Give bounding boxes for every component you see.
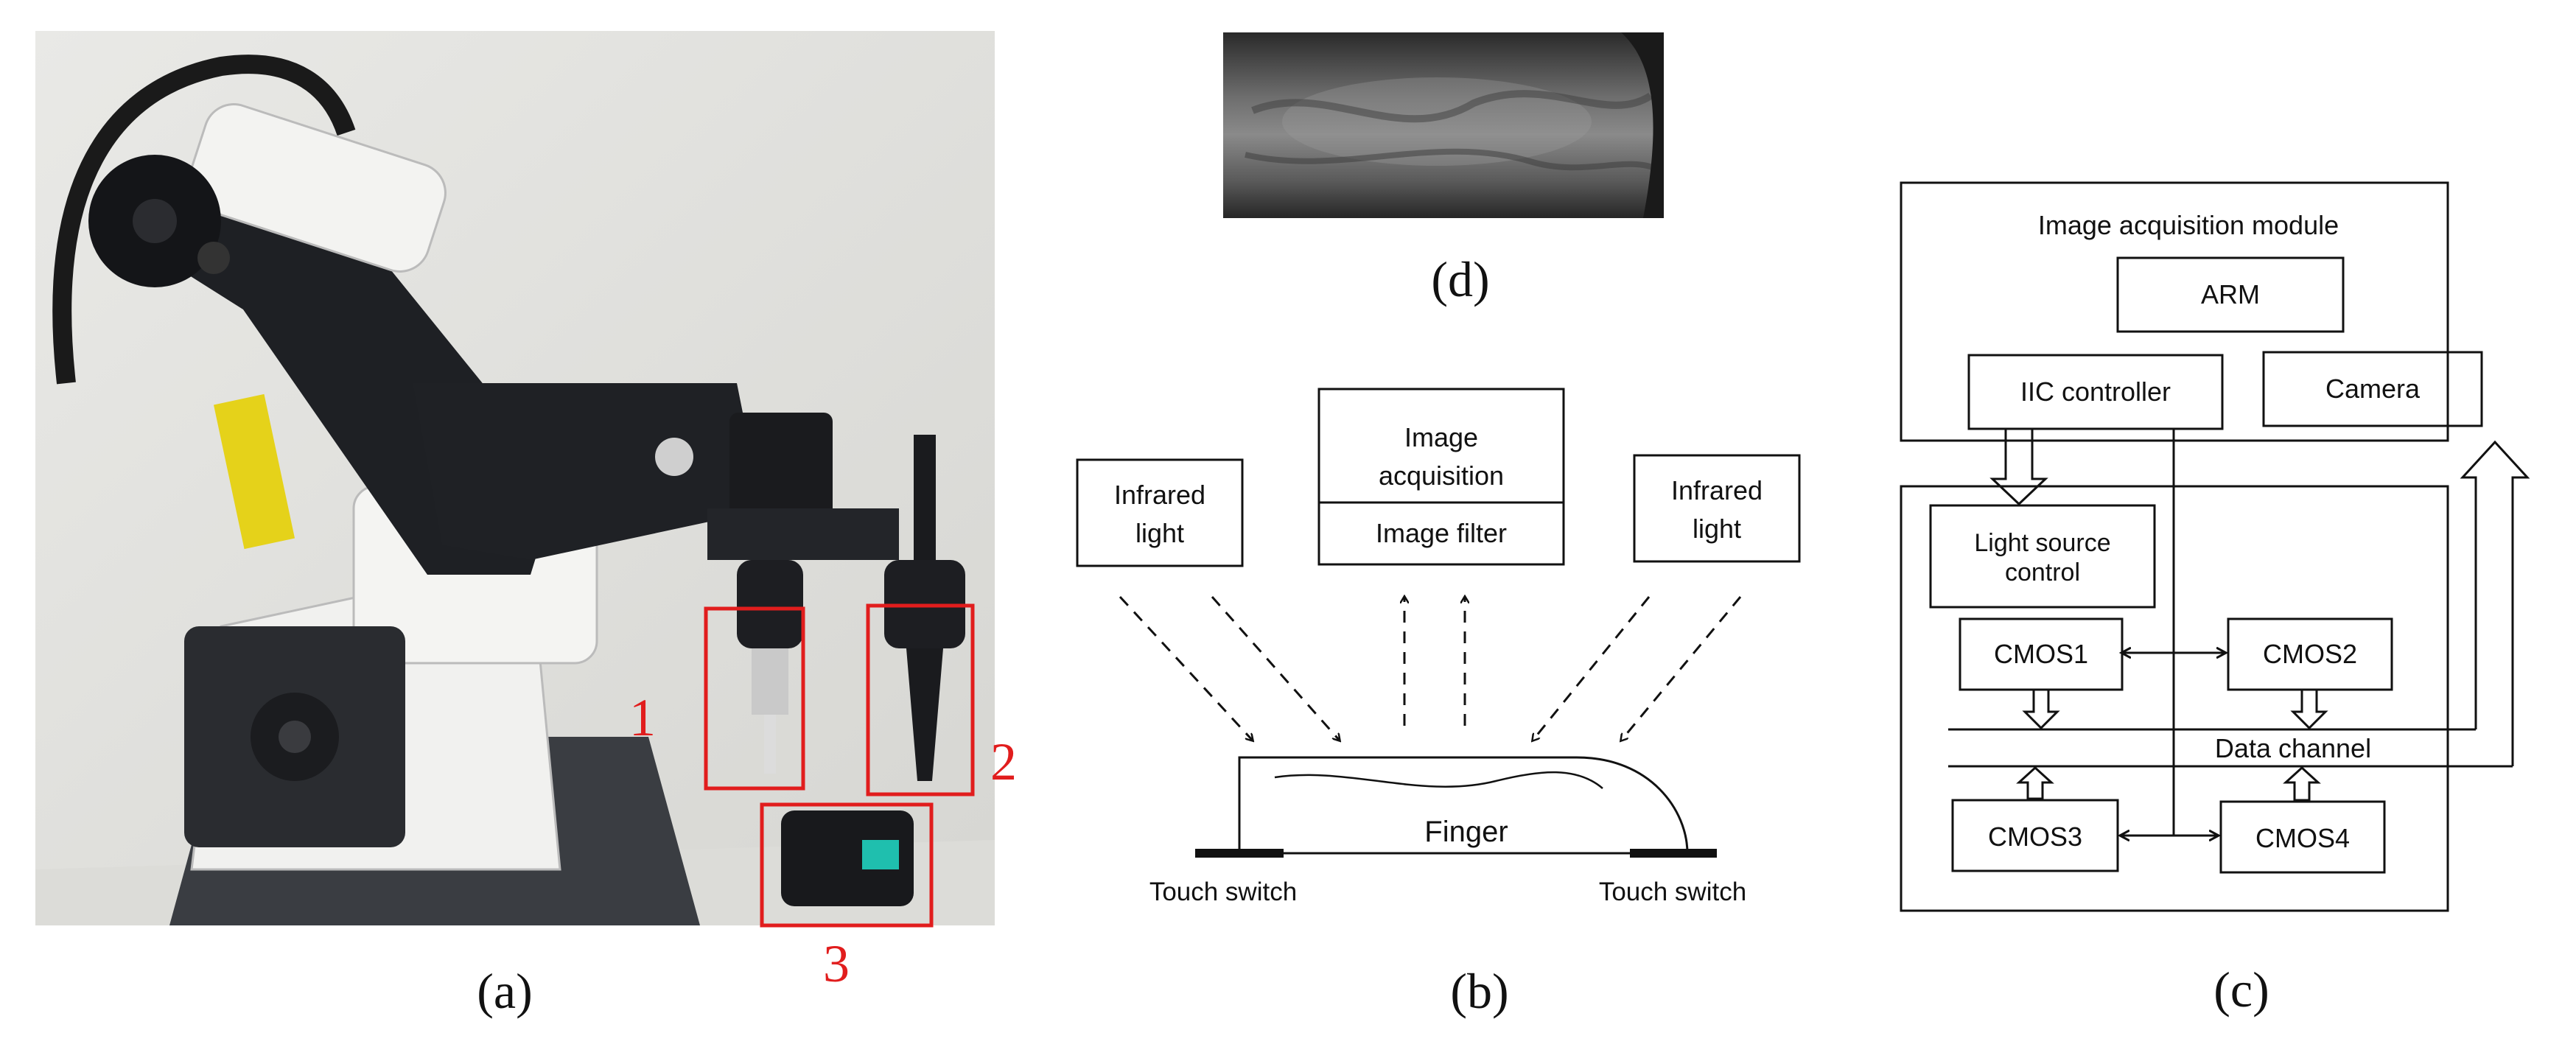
panel-b-schematic xyxy=(1076,388,1801,858)
cmos3-label: CMOS3 xyxy=(1988,822,2082,852)
ir-left-arrow-1 xyxy=(1119,595,1253,740)
panel-a-photo xyxy=(35,31,995,928)
marker-label-2: 2 xyxy=(990,732,1017,791)
finger-vein-line xyxy=(1274,771,1603,789)
cmos2-down-arrow xyxy=(2290,688,2328,730)
image-acquisition-line1: Image xyxy=(1404,422,1478,452)
ir-left-arrow-2 xyxy=(1211,596,1340,740)
infrared-left-box xyxy=(1076,458,1244,567)
caption-a: (a) xyxy=(477,963,532,1019)
image-filter-label: Image filter xyxy=(1376,518,1507,548)
iic-controller-label: IIC controller xyxy=(2020,377,2171,407)
infrared-right-line1: Infrared xyxy=(1671,475,1763,505)
marker-label-3: 3 xyxy=(823,934,850,993)
iic-to-light-arrow xyxy=(1989,427,2048,506)
iic-controller-box xyxy=(1967,354,2224,430)
ir-right-arrow-1 xyxy=(1533,596,1651,740)
cmos2-label: CMOS2 xyxy=(2263,639,2357,669)
infrared-left-line1: Infrared xyxy=(1114,480,1205,510)
touch-switch-left-label: Touch switch xyxy=(1149,878,1297,906)
light-source-line2: control xyxy=(2005,558,2080,586)
light-source-line1: Light source xyxy=(1974,529,2110,557)
cmos4-label: CMOS4 xyxy=(2255,823,2350,853)
caption-c: (c) xyxy=(2213,962,2269,1018)
touch-switch-right-label: Touch switch xyxy=(1599,878,1746,906)
camera-label: Camera xyxy=(2325,374,2421,404)
module-title: Image acquisition module xyxy=(2038,210,2339,240)
marker-box-2 xyxy=(866,603,975,796)
image-acquisition-box xyxy=(1317,388,1565,566)
infrared-left-line2: light xyxy=(1135,518,1184,548)
light-source-control-box xyxy=(1929,504,2156,609)
infrared-right-line2: light xyxy=(1693,514,1741,544)
data-channel-return-arrow xyxy=(2460,440,2530,766)
cmos4-box xyxy=(2219,800,2386,874)
infrared-right-box xyxy=(1633,454,1801,563)
marker-box-3 xyxy=(760,802,934,928)
cmos1-label: CMOS1 xyxy=(1994,639,2088,669)
cmos3-up-arrow xyxy=(2016,766,2054,800)
marker-box-1 xyxy=(704,606,805,791)
caption-d: (d) xyxy=(1431,251,1489,307)
data-channel-label: Data channel xyxy=(2215,733,2371,763)
arm-box xyxy=(2116,256,2345,333)
finger-label: Finger xyxy=(1424,816,1508,848)
panel-d-vein-image xyxy=(1223,32,1664,218)
arm-label: ARM xyxy=(2201,279,2260,309)
panel-c-block-diagram xyxy=(1900,181,2530,912)
image-acquisition-line2: acquisition xyxy=(1379,461,1504,491)
cmos4-up-arrow xyxy=(2283,766,2321,802)
marker-label-1: 1 xyxy=(629,688,656,747)
cmos1-down-arrow xyxy=(2022,688,2060,730)
ir-right-arrow-2 xyxy=(1621,596,1742,740)
caption-b: (b) xyxy=(1450,963,1508,1019)
finger-outline xyxy=(1238,756,1689,854)
camera-box xyxy=(2262,351,2483,427)
